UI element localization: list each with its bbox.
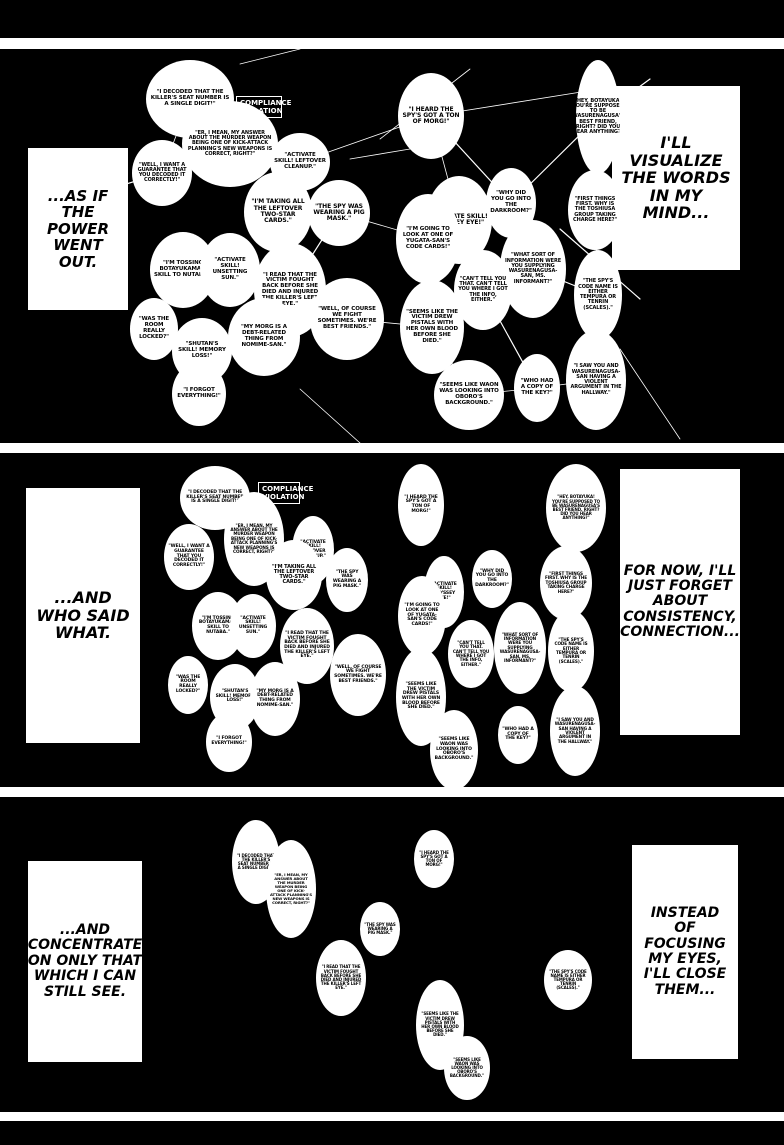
panel-1-bubble-17: "I'M GOING TO LOOK AT ONE OF YUGATA-SAN'… — [396, 194, 460, 284]
panel-2-left-caption: ...AND WHO SAID WHAT. — [26, 488, 140, 743]
connection-line — [349, 148, 411, 160]
panel-2-bubble-10: "WAS THE ROOM REALLY LOCKED?" — [168, 656, 208, 714]
panel-2-bubble-22: "SEEMS LIKE WAON WAS LOOKING INTO OBORO'… — [430, 710, 478, 787]
panel-3-right-caption: INSTEAD OF FOCUSING MY EYES, I'LL CLOSE … — [632, 845, 738, 1059]
panel-3-left-caption-text: ...AND CONCENTRATE ON ONLY THAT WHICH I … — [27, 922, 143, 1000]
panel-2-right-caption: FOR NOW, I'LL JUST FORGET ABOUT CONSISTE… — [620, 469, 740, 735]
connection-line — [239, 49, 301, 65]
panel-2-bubble-12: "MY MORG IS A DEBT-RELATED THING FROM NO… — [250, 662, 300, 736]
panel-1-bubble-26: "THE SPY'S CODE NAME IS EITHER TEMPURA O… — [574, 250, 622, 340]
panel-2-left-caption-text: ...AND WHO SAID WHAT. — [36, 588, 130, 643]
panel-2-bubble-14: "I FORGOT EVERYTHING!" — [206, 712, 252, 772]
panel-3-right-caption-text: INSTEAD OF FOCUSING MY EYES, I'LL CLOSE … — [643, 904, 727, 998]
panel-2: ...AND WHO SAID WHAT. FOR NOW, I'LL JUST… — [0, 453, 784, 787]
panel-1-bubble-22: "SEEMS LIKE WAON WAS LOOKING INTO OBORO'… — [434, 360, 504, 430]
panel-1-bubble-15: "I HEARD THE SPY'S GOT A TON OF MORG!" — [398, 73, 464, 159]
panel-1-bubble-10: "WAS THE ROOM REALLY LOCKED?" — [130, 298, 178, 360]
panel-2-bubble-19: "WHAT SORT OF INFORMATION WERE YOU SUPPL… — [494, 602, 546, 694]
panel-2-bubble-23: "WHO HAD A COPY OF THE KEY?" — [498, 706, 538, 764]
panel-1-bubble-19: "WHAT SORT OF INFORMATION WERE YOU SUPPL… — [500, 220, 566, 318]
panel-3-bubble-2: "ER, I MEAN, MY ANSWER ABOUT THE MURDER … — [266, 840, 316, 938]
panel-2-bubble-13: "WELL, OF COURSE WE FIGHT SOMETIMES. WE'… — [330, 634, 386, 716]
panel-2-bubble-18: "WHY DID YOU GO INTO THE DARKROOM?" — [472, 550, 512, 608]
panel-1-bubble-8: "ACTIVATE SKILL! UNSETTING SUN." — [200, 233, 260, 307]
panel-1-bubble-13: "WELL, OF COURSE WE FIGHT SOMETIMES. WE'… — [310, 278, 384, 360]
panel-1-bubble-2: "ER, I MEAN, MY ANSWER ABOUT THE MURDER … — [182, 101, 278, 187]
panel-3-bubble-7: "SEEMS LIKE WAON WAS LOOKING INTO OBORO'… — [444, 1036, 490, 1100]
panel-1: ...AS IF THE POWER WENT OUT. I'LL VISUAL… — [0, 49, 784, 443]
panel-3-left-caption: ...AND CONCENTRATE ON ONLY THAT WHICH I … — [28, 861, 142, 1062]
panel-1-bubble-21: "SEEMS LIKE THE VICTIM DREW PISTALS WITH… — [400, 280, 464, 374]
panel-1-right-caption: I'LL VISUALIZE THE WORDS IN MY MIND... — [612, 86, 740, 270]
connection-line — [619, 348, 681, 440]
panel-1-bubble-12: "MY MORG IS A DEBT-RELATED THING FROM NO… — [228, 298, 300, 376]
panel-1-bubble-23: "WHO HAD A COPY OF THE KEY?" — [514, 354, 560, 422]
panel-1-bubble-5: "I'M TAKING ALL THE LEFTOVER TWO-STAR CA… — [244, 172, 312, 252]
connection-line — [299, 388, 361, 443]
panel-1-left-caption: ...AS IF THE POWER WENT OUT. — [28, 148, 128, 310]
top-black-band — [0, 0, 784, 38]
panel-2-bubble-5: "I'M TAKING ALL THE LEFTOVER TWO-STAR CA… — [266, 540, 322, 610]
panel-2-bubble-20: "CAN'T TELL YOU THAT. CAN'T TELL YOU WHE… — [448, 620, 494, 688]
panel-3-bubble-8: "THE SPY'S CODE NAME IS EITHER TEMPURA O… — [544, 950, 592, 1010]
panel-2-bubble-26: "THE SPY'S CODE NAME IS EITHER TEMPURA O… — [548, 610, 594, 692]
panel-3: ...AND CONCENTRATE ON ONLY THAT WHICH I … — [0, 797, 784, 1112]
panel-2-bubble-8: "ACTIVATE SKILL! UNSETTING SUN." — [230, 594, 276, 658]
panel-3-bubble-6: "SEEMS LIKE THE VICTIM DREW PISTALS WITH… — [416, 980, 464, 1070]
panel-2-bubble-25: "FIRST THINGS FIRST. WHY IS THE TOSHIUSA… — [540, 546, 592, 620]
panel-1-bubble-20: "CAN'T TELL YOU THAT. CAN'T TELL YOU WHE… — [454, 250, 512, 330]
panel-2-bubble-24: "HEY, BOTAYUKA! YOU'RE SUPPOSED TO BE WA… — [546, 464, 606, 552]
bottom-black-band — [0, 1121, 784, 1145]
panel-1-bubble-3: "WELL, I WANT A GUARANTEE THAT YOU DECOD… — [132, 140, 192, 206]
panel-3-bubble-3: "THE SPY WAS WEARING A PIG MASK." — [360, 902, 400, 956]
panel-1-bubble-27: "I SAW YOU AND WASURENAGUSA-SAN HAVING A… — [566, 330, 626, 430]
panel-1-left-caption-text: ...AS IF THE POWER WENT OUT. — [46, 186, 110, 271]
panel-1-bubble-24: "HEY, BOTAYUKA! YOU'RE SUPPOSED TO BE WA… — [576, 60, 620, 174]
panel-1-bubble-6: "THE SPY WAS WEARING A PIG MASK." — [308, 180, 370, 246]
panel-2-bubble-3: "WELL, I WANT A GUARANTEE THAT YOU DECOD… — [164, 524, 214, 590]
panel-3-bubble-4: "I READ THAT THE VICTIM FOUGHT BACK BEFO… — [316, 940, 366, 1016]
panel-2-bubble-27: "I SAW YOU AND WASURENAGUSA-SAN HAVING A… — [550, 686, 600, 776]
panel-1-bubble-14: "I FORGOT EVERYTHING!" — [172, 362, 226, 426]
panel-1-bubble-25: "FIRST THINGS FIRST. WHY IS THE TOSHIUSA… — [568, 170, 622, 250]
panel-2-bubble-17: "I'M GOING TO LOOK AT ONE OF YUGATA-SAN'… — [398, 576, 446, 656]
panel-2-bubble-6: "THE SPY WAS WEARING A PIG MASK." — [326, 548, 368, 612]
panel-2-bubble-15: "I HEARD THE SPY'S GOT A TON OF MORG!" — [398, 464, 444, 546]
panel-3-bubble-5: "I HEARD THE SPY'S GOT A TON OF MORG!" — [414, 830, 454, 888]
panel-2-right-caption-text: FOR NOW, I'LL JUST FORGET ABOUT CONSISTE… — [620, 562, 740, 641]
panel-1-right-caption-text: I'LL VISUALIZE THE WORDS IN MY MIND... — [621, 133, 731, 223]
